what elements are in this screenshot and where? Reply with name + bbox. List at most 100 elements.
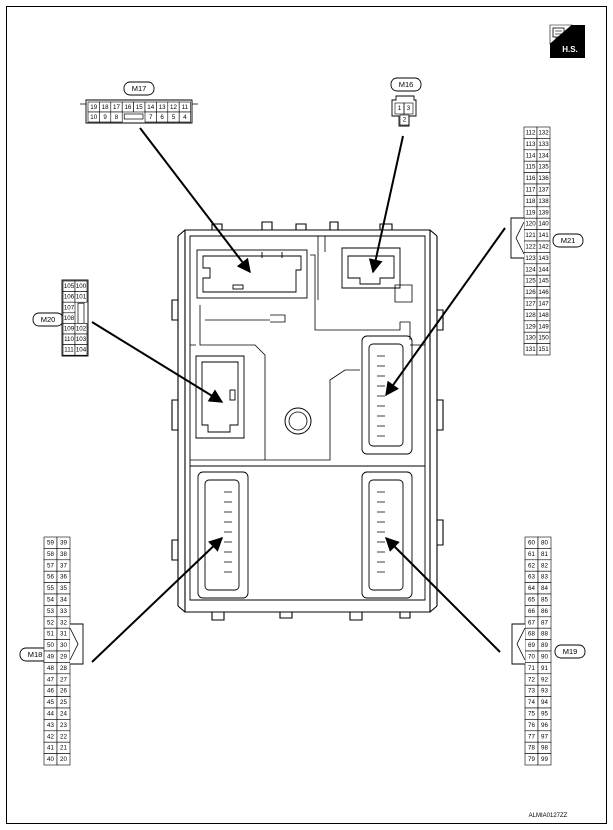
m21-pin-131: 131 bbox=[525, 346, 536, 353]
m19-pin-96: 96 bbox=[541, 722, 548, 729]
m21-pin-124: 124 bbox=[525, 266, 536, 273]
m17-pin-16: 16 bbox=[124, 104, 131, 111]
m19-pin-71: 71 bbox=[528, 665, 535, 672]
m16-label: M16 bbox=[399, 80, 414, 89]
pin-cell bbox=[537, 753, 552, 766]
m21-connector: M21 112113114115116117118119120121122123… bbox=[510, 126, 584, 356]
m18-pin-51: 51 bbox=[47, 631, 54, 638]
m19-pin-67: 67 bbox=[528, 619, 535, 626]
m19-leader-arrow bbox=[385, 537, 501, 653]
m16-pin-2: 2 bbox=[403, 117, 407, 124]
m19-socket bbox=[361, 471, 413, 599]
m21-socket bbox=[361, 335, 413, 455]
m20-pin-111: 111 bbox=[64, 347, 74, 354]
m20-label: M20 bbox=[41, 315, 56, 324]
m18-pin-34: 34 bbox=[60, 597, 67, 604]
m17-socket bbox=[196, 249, 308, 299]
m17-pin-15: 15 bbox=[136, 104, 143, 111]
m18-pin-33: 33 bbox=[60, 608, 67, 615]
pin-cell bbox=[536, 343, 551, 356]
m18-pin-36: 36 bbox=[60, 574, 67, 581]
m21-pin-136: 136 bbox=[538, 175, 549, 182]
m21-pin-137: 137 bbox=[538, 187, 549, 194]
m21-pin-128: 128 bbox=[525, 312, 536, 319]
m21-pin-116: 116 bbox=[526, 175, 536, 182]
m18-pin-39: 39 bbox=[60, 540, 67, 547]
m20-pin-101: 101 bbox=[76, 294, 87, 301]
m21-pin-126: 126 bbox=[525, 289, 536, 296]
m21-pin-147: 147 bbox=[538, 301, 549, 308]
m21-pin-grid: 1121131141151161171181191201211221231241… bbox=[523, 126, 551, 356]
m17-pin-10: 10 bbox=[90, 114, 97, 121]
m19-pin-75: 75 bbox=[528, 711, 535, 718]
m20-pin-110: 110 bbox=[64, 336, 74, 343]
m18-pin-57: 57 bbox=[47, 562, 54, 569]
m17-pin-9: 9 bbox=[103, 114, 107, 121]
m18-connector: M18 595857565554535251504948474645444342… bbox=[19, 536, 84, 766]
m19-pin-64: 64 bbox=[528, 585, 535, 592]
m18-pin-50: 50 bbox=[47, 642, 54, 649]
m18-pin-52: 52 bbox=[47, 619, 54, 626]
m17-pin-5: 5 bbox=[172, 114, 176, 121]
m19-pin-61: 61 bbox=[528, 551, 535, 558]
m17-leader-arrow bbox=[139, 127, 251, 274]
m20-pin-100: 100 bbox=[76, 283, 87, 290]
m18-pin-23: 23 bbox=[60, 722, 67, 729]
m19-pin-62: 62 bbox=[528, 562, 535, 569]
m18-pin-20: 20 bbox=[60, 756, 67, 763]
m19-pin-69: 69 bbox=[528, 642, 535, 649]
m18-pin-58: 58 bbox=[47, 551, 54, 558]
m17-pin-18: 18 bbox=[102, 104, 109, 111]
m19-pin-65: 65 bbox=[528, 597, 535, 604]
m21-pin-145: 145 bbox=[538, 278, 549, 285]
m18-pin-42: 42 bbox=[47, 733, 54, 740]
m18-label: M18 bbox=[28, 650, 43, 659]
image-code: ALMIA0127ZZ bbox=[529, 813, 568, 819]
m17-pin-6: 6 bbox=[160, 114, 164, 121]
m18-pin-54: 54 bbox=[47, 597, 54, 604]
m19-label: M19 bbox=[563, 647, 578, 656]
m19-pin-97: 97 bbox=[541, 733, 548, 740]
connector-harness-icon bbox=[552, 27, 565, 41]
m21-leader-arrow bbox=[385, 227, 506, 397]
m21-pin-146: 146 bbox=[538, 289, 549, 296]
m21-pin-125: 125 bbox=[525, 278, 536, 285]
m17-pin-14: 14 bbox=[147, 104, 154, 111]
diagram-frame bbox=[6, 6, 607, 824]
m21-pin-129: 129 bbox=[525, 323, 536, 330]
m16-socket bbox=[341, 247, 401, 289]
m18-pin-47: 47 bbox=[47, 676, 54, 683]
m19-pin-80: 80 bbox=[541, 540, 548, 547]
m18-pin-30: 30 bbox=[60, 642, 67, 649]
m19-pin-78: 78 bbox=[528, 745, 535, 752]
m21-pin-119: 119 bbox=[526, 209, 536, 216]
m19-pin-86: 86 bbox=[541, 608, 548, 615]
m21-pin-118: 118 bbox=[526, 198, 536, 205]
m20-pin-107: 107 bbox=[64, 304, 75, 311]
m19-pin-74: 74 bbox=[528, 699, 535, 706]
m18-pin-37: 37 bbox=[60, 562, 67, 569]
m17-pin-13: 13 bbox=[159, 104, 166, 111]
m18-pin-31: 31 bbox=[60, 631, 67, 638]
m21-pin-148: 148 bbox=[538, 312, 549, 319]
hs-badge: H.S. bbox=[549, 24, 585, 58]
m19-pin-84: 84 bbox=[541, 585, 548, 592]
m18-pin-38: 38 bbox=[60, 551, 67, 558]
m19-pin-68: 68 bbox=[528, 631, 535, 638]
pin-cell bbox=[178, 111, 191, 123]
m19-pin-76: 76 bbox=[528, 722, 535, 729]
m18-pin-53: 53 bbox=[47, 608, 54, 615]
m19-pin-88: 88 bbox=[541, 631, 548, 638]
m21-pin-141: 141 bbox=[538, 232, 549, 239]
m17-pin-17: 17 bbox=[113, 104, 120, 111]
m18-pin-49: 49 bbox=[47, 654, 54, 661]
m18-pin-29: 29 bbox=[60, 654, 67, 661]
m21-pin-134: 134 bbox=[538, 152, 549, 159]
m16-pin-3: 3 bbox=[407, 105, 411, 112]
m19-pin-95: 95 bbox=[541, 711, 548, 718]
m18-pin-21: 21 bbox=[60, 745, 67, 752]
